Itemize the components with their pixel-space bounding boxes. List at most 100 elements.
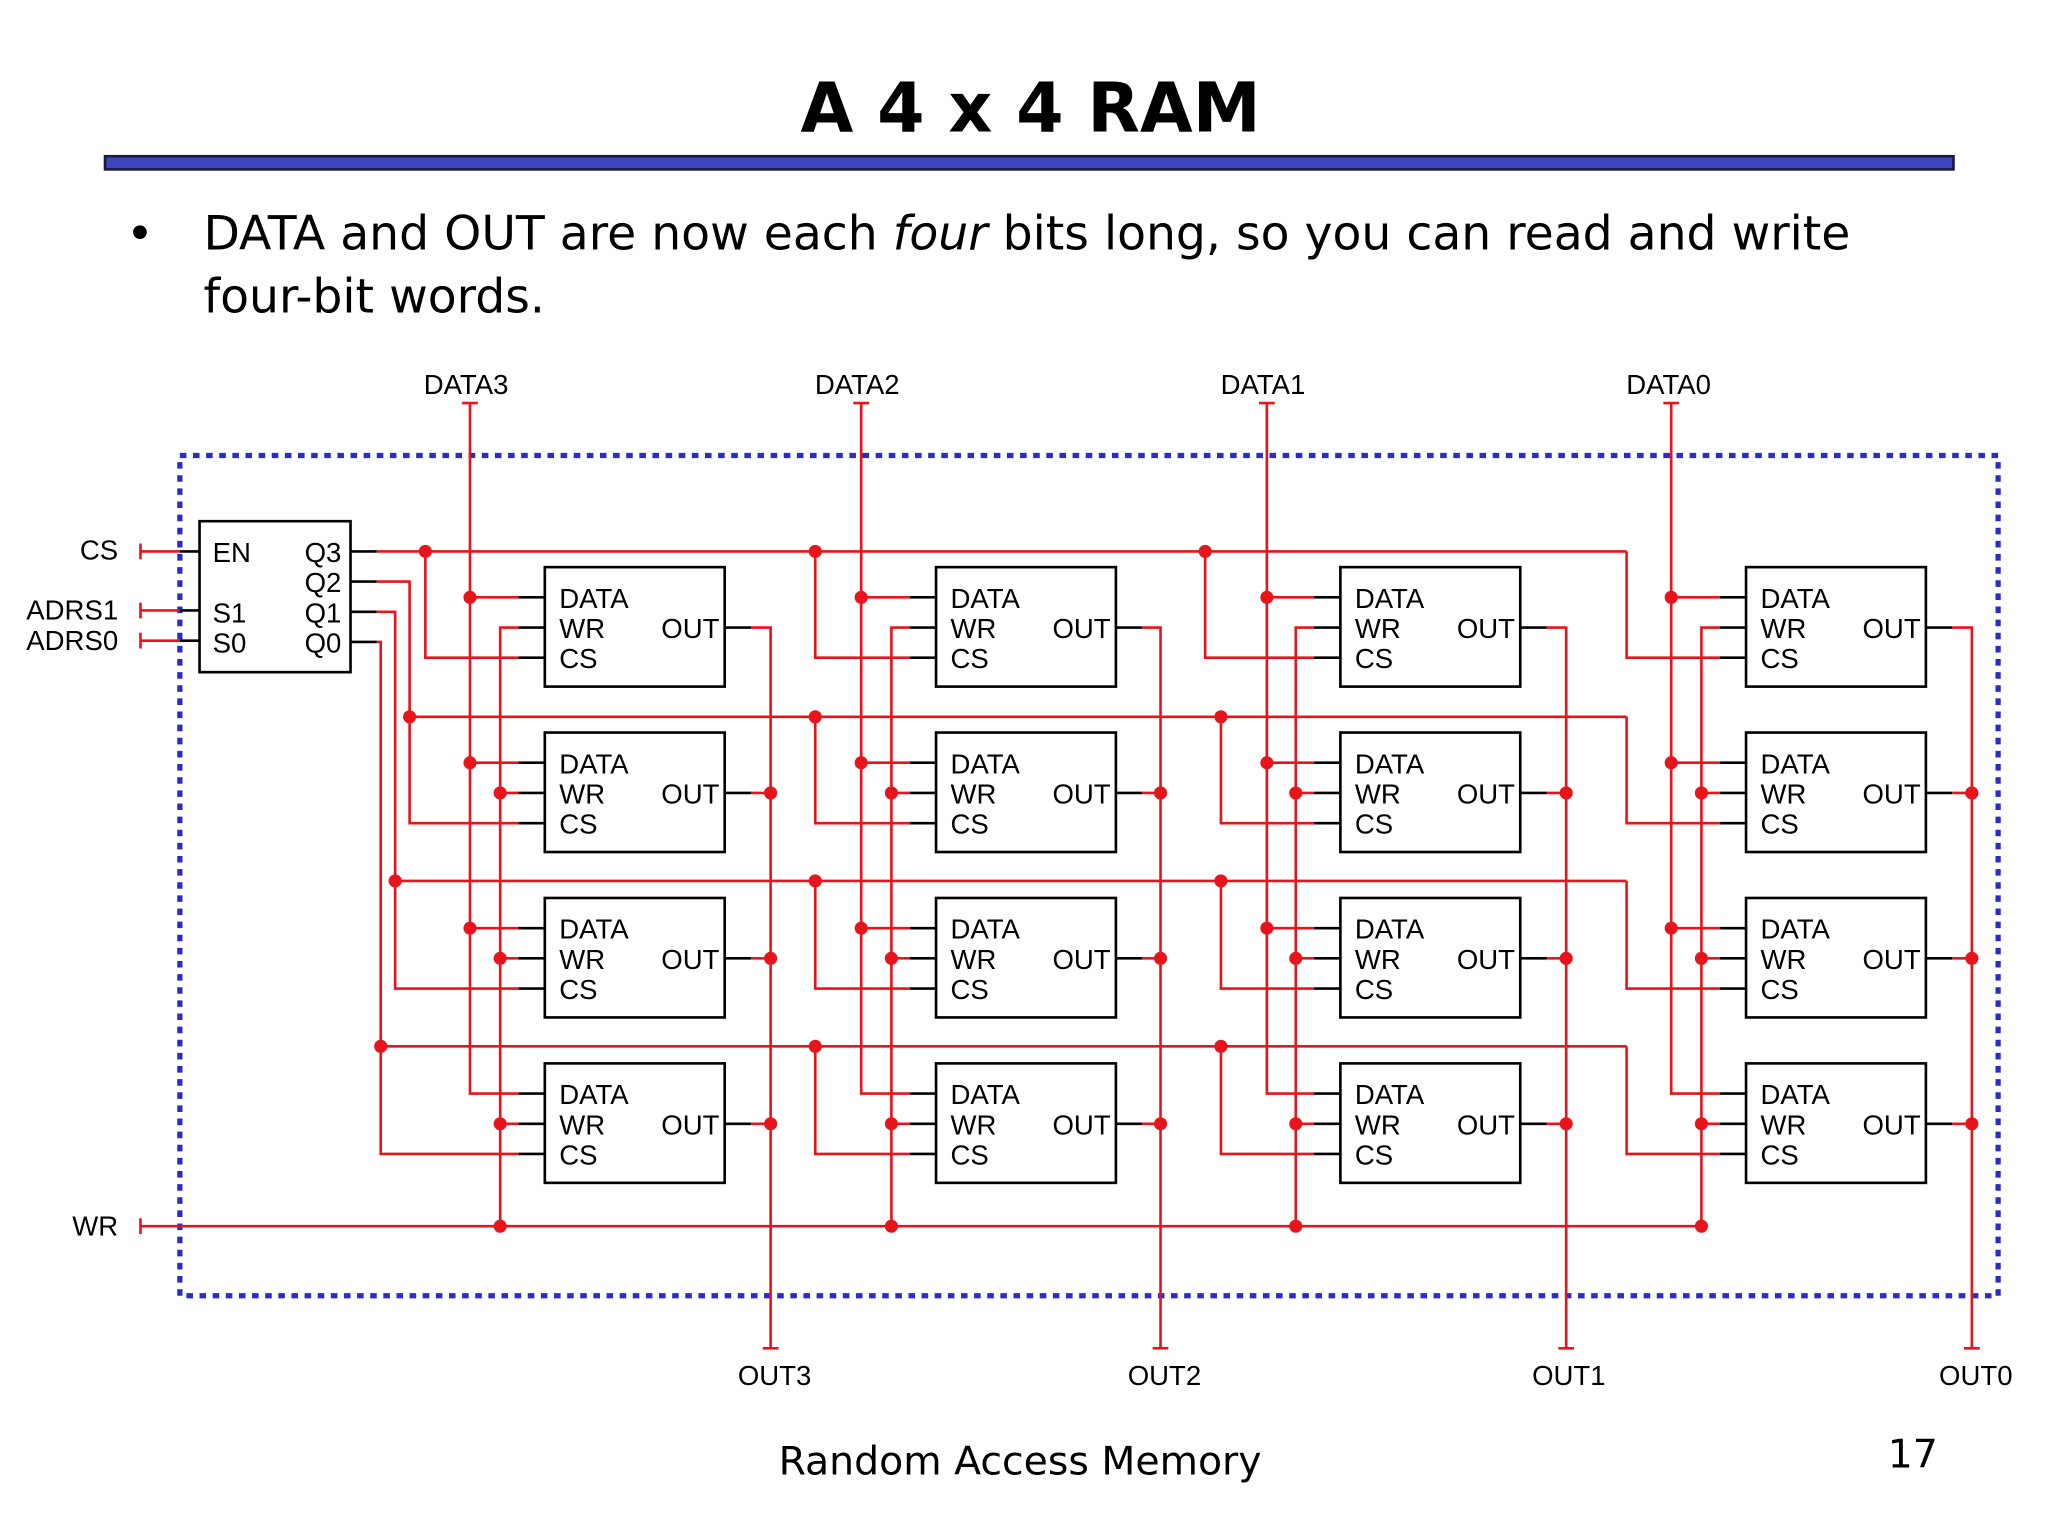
- data-junction: [1664, 921, 1678, 935]
- memory-cell-box: [1744, 896, 1928, 1019]
- cs-branch: [393, 880, 519, 990]
- cell-wr-label: WR: [950, 944, 996, 975]
- cell-cs-label: CS: [559, 974, 597, 1005]
- memory-cell-box: [543, 565, 726, 688]
- cell-cs-label: CS: [559, 643, 597, 674]
- cell-out-label: OUT: [661, 613, 719, 644]
- cell-cs-label: CS: [1355, 643, 1393, 674]
- cell-cs-label: CS: [950, 809, 988, 840]
- cell-out-label: OUT: [1052, 778, 1110, 809]
- cell-wr-label: WR: [1760, 944, 1806, 975]
- data0-label: DATA0: [1626, 369, 1711, 400]
- cell-out-label: OUT: [1457, 944, 1515, 975]
- memory-cells: DATAWRCSOUTDATAWRCSOUTDATAWRCSOUTDATAWRC…: [543, 565, 1928, 1185]
- bullet-text-line1: DATA and OUT are now each four bits long…: [203, 206, 1850, 261]
- cs-branch: [379, 1046, 519, 1156]
- bullet-text-line2: four-bit words.: [203, 269, 544, 324]
- data-junction: [463, 756, 477, 770]
- data-junction: [854, 756, 868, 770]
- decoder-s1: S1: [213, 597, 247, 628]
- out-junction: [764, 951, 778, 965]
- wr-junction: [493, 1219, 507, 1233]
- cell-cs-label: CS: [1760, 974, 1798, 1005]
- footer-title: Random Access Memory: [779, 1438, 1262, 1484]
- cell-data-label: DATA: [1760, 914, 1830, 945]
- cs-branch: [813, 1046, 910, 1156]
- out3-label: OUT3: [738, 1360, 811, 1391]
- cell-wr-label: WR: [1355, 944, 1401, 975]
- out-line-2: [1546, 626, 1568, 1349]
- wr-junction: [493, 1117, 507, 1131]
- data-junction: [1260, 756, 1274, 770]
- cell-cs-label: CS: [950, 643, 988, 674]
- wr-line-2: [1294, 626, 1315, 1227]
- cell-data-label: DATA: [950, 583, 1020, 614]
- wires: [139, 401, 1980, 1350]
- cell-cs-label: CS: [1760, 809, 1798, 840]
- row-select-line-2: [376, 610, 1627, 883]
- cell-data-label: DATA: [950, 914, 1020, 945]
- cell-out-label: OUT: [1457, 778, 1515, 809]
- cell-out-label: OUT: [1457, 1109, 1515, 1140]
- cell-wr-label: WR: [559, 944, 605, 975]
- wr-junction: [1694, 951, 1708, 965]
- cell-out-label: OUT: [1863, 778, 1921, 809]
- cell-out-label: OUT: [661, 944, 719, 975]
- wr-junction: [1289, 1219, 1303, 1233]
- wr-junction: [1694, 1117, 1708, 1131]
- cell-data-label: DATA: [1355, 914, 1425, 945]
- out-line-3: [1952, 626, 1974, 1349]
- cell-out-label: OUT: [1863, 613, 1921, 644]
- out2-label: OUT2: [1128, 1360, 1201, 1391]
- cs-branch: [813, 551, 910, 660]
- cell-out-label: OUT: [661, 1109, 719, 1140]
- data-line-1: [859, 403, 910, 1095]
- data-line-2: [1265, 403, 1315, 1095]
- adrs1-input-label: ADRS1: [26, 595, 118, 626]
- cs-branch: [1203, 551, 1315, 660]
- memory-cell-box: [1339, 565, 1522, 688]
- cell-data-label: DATA: [1760, 583, 1830, 614]
- cell-data-label: DATA: [559, 914, 629, 945]
- out1-label: OUT1: [1532, 1360, 1605, 1391]
- data-junction: [463, 921, 477, 935]
- data-line-0: [468, 403, 519, 1095]
- wr-junction: [1694, 1219, 1708, 1233]
- cell-out-label: OUT: [1052, 944, 1110, 975]
- cs-branch: [1219, 1046, 1315, 1156]
- memory-cell-box: [543, 1062, 726, 1185]
- out-junction: [1965, 1117, 1979, 1131]
- wr-junction: [1289, 786, 1303, 800]
- cs-branch: [1219, 880, 1315, 990]
- wr-junction: [1289, 1117, 1303, 1131]
- cell-cs-label: CS: [1355, 1139, 1393, 1170]
- out-junction: [1153, 951, 1168, 965]
- cell-out-label: OUT: [661, 778, 719, 809]
- out-junction: [1965, 951, 1979, 965]
- cell-out-label: OUT: [1052, 613, 1110, 644]
- cell-data-label: DATA: [559, 583, 629, 614]
- cell-wr-label: WR: [1355, 1109, 1401, 1140]
- wr-line-3: [1700, 626, 1720, 1227]
- wr-junction: [884, 1219, 898, 1233]
- memory-cell-box: [543, 731, 726, 854]
- cell-wr-label: WR: [1760, 613, 1806, 644]
- cell-out-label: OUT: [1457, 613, 1515, 644]
- data-junction: [1260, 921, 1274, 935]
- cell-wr-label: WR: [1355, 613, 1401, 644]
- data-junction: [854, 590, 868, 604]
- memory-cell-box: [543, 896, 726, 1019]
- wr-junction: [493, 951, 507, 965]
- cell-wr-label: WR: [559, 778, 605, 809]
- cs-branch: [1625, 551, 1720, 660]
- wr-junction: [1289, 951, 1303, 965]
